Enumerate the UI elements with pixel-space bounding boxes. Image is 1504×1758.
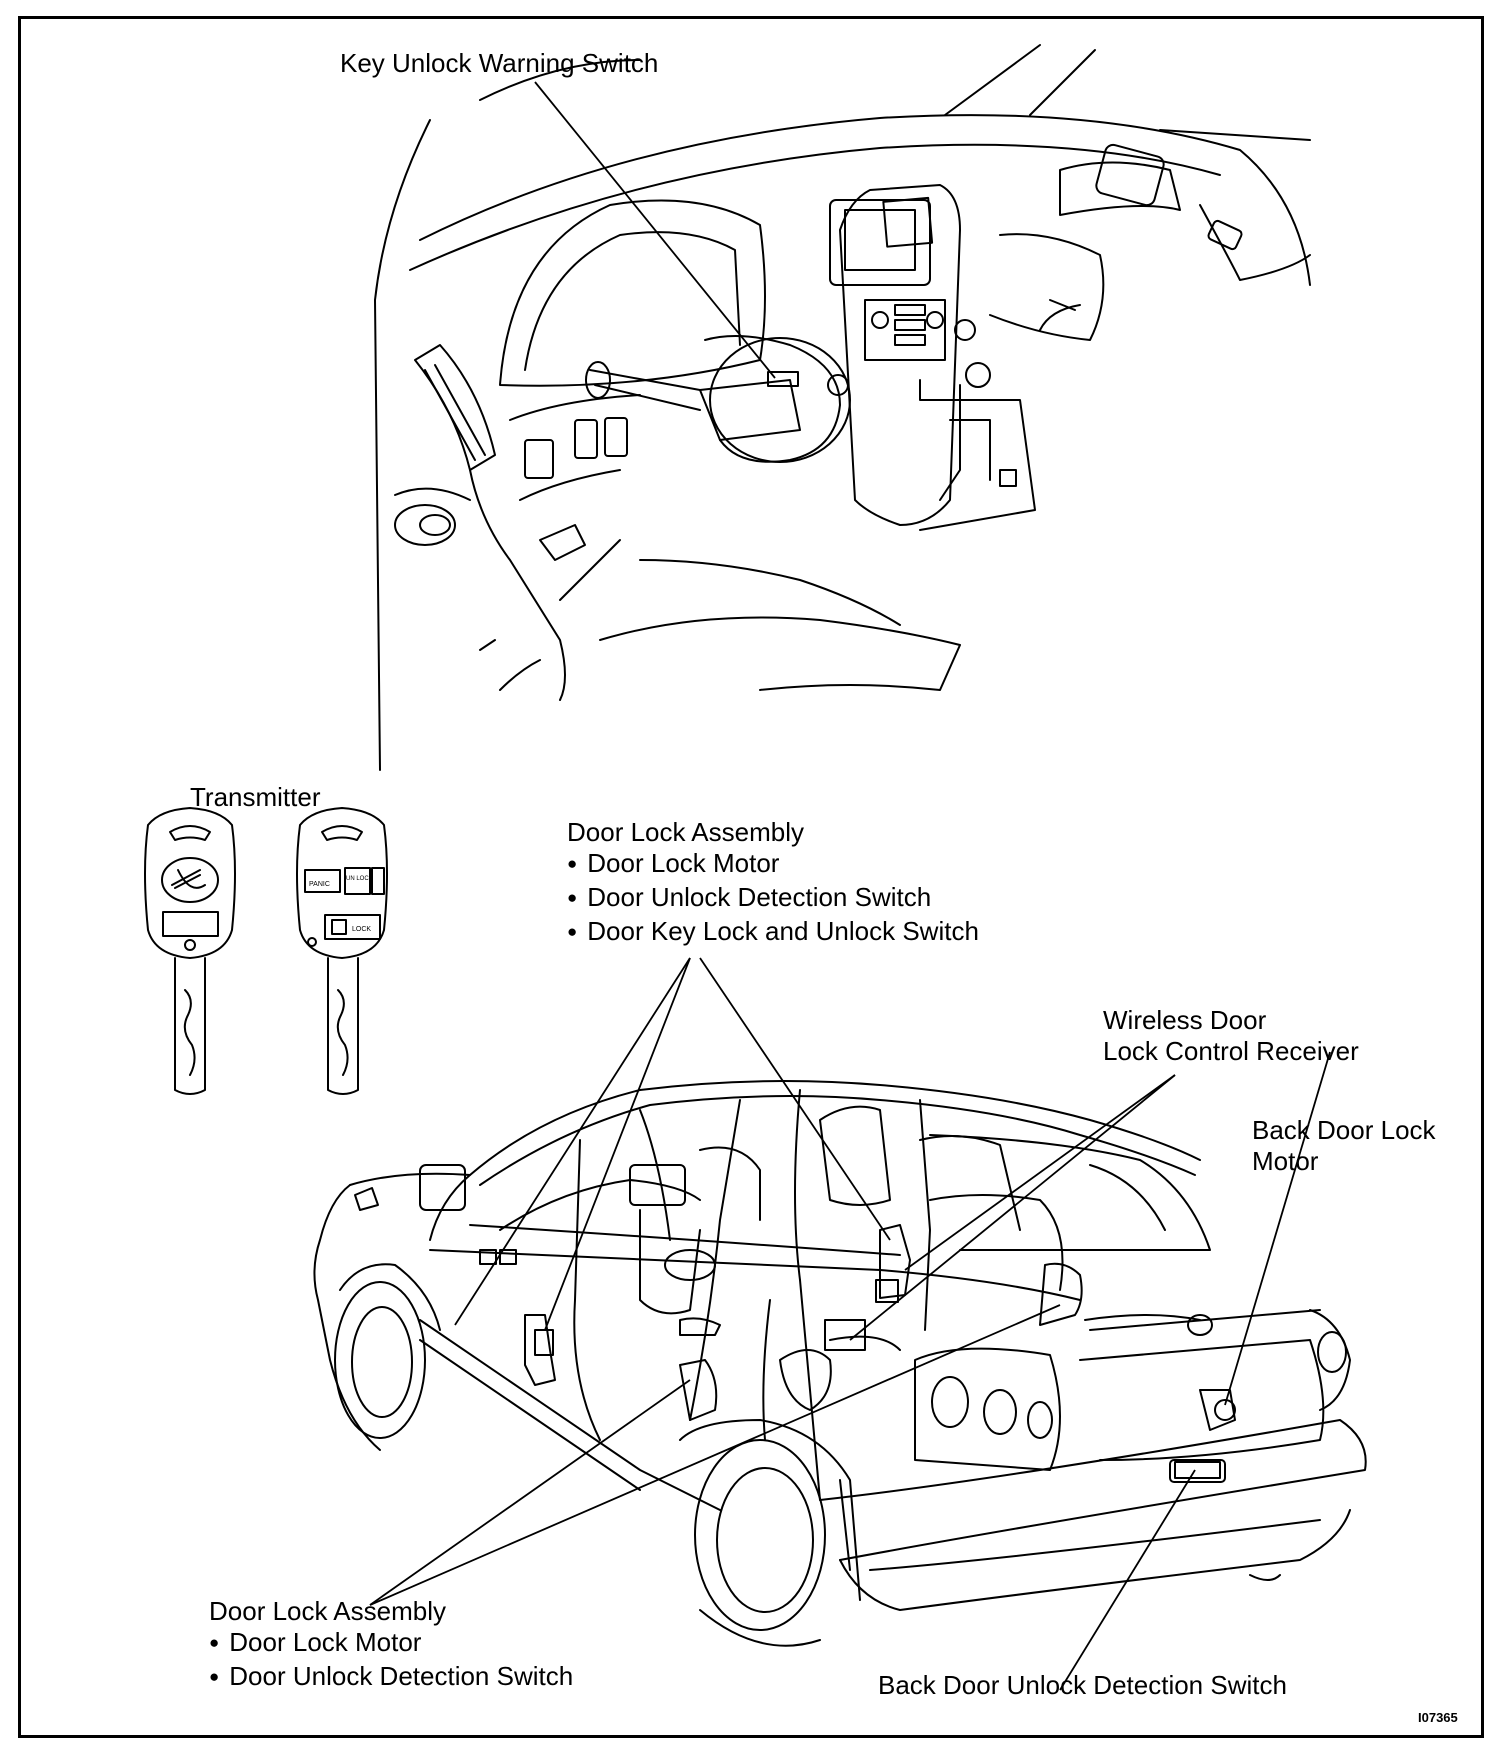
leader-key-unlock-warning-switch bbox=[534, 81, 776, 379]
rear-right-door-lock bbox=[1039, 1262, 1083, 1326]
label-key-unlock-warning-switch: Key Unlock Warning Switch bbox=[340, 48, 659, 78]
figure-code: I07365 bbox=[1418, 1710, 1458, 1725]
front-left-door-lock bbox=[524, 1314, 556, 1386]
vehicle-illustration bbox=[313, 1080, 1367, 1647]
bullet-door-key-lock-unlock-switch: Door Key Lock and Unlock Switch bbox=[567, 916, 979, 950]
front-right-door-lock bbox=[879, 1224, 911, 1299]
figure-frame bbox=[18, 16, 1484, 1738]
dashboard-illustration bbox=[374, 44, 1311, 771]
bullet-door-lock-motor: Door Lock Motor bbox=[567, 848, 979, 882]
transmitter-back bbox=[296, 807, 388, 1095]
unlock-label: UN LOCK bbox=[346, 876, 373, 882]
label-front-door-lock-assembly: Door Lock Assembly Door Lock Motor Door … bbox=[567, 817, 979, 950]
wireless-receiver-box bbox=[824, 1319, 866, 1351]
label-back-door-lock-motor: Back Door Lock Motor bbox=[1252, 1115, 1436, 1176]
label-transmitter: Transmitter bbox=[190, 782, 321, 812]
label-rear-door-lock-assembly: Door Lock Assembly Door Lock Motor Door … bbox=[209, 1596, 573, 1695]
panic-button bbox=[304, 869, 341, 893]
unlock-button bbox=[344, 867, 371, 895]
label-wireless-receiver: Wireless Door Lock Control Receiver bbox=[1103, 1005, 1359, 1066]
vehicle-leaders bbox=[369, 957, 1331, 1691]
back-door-lock-motor bbox=[1199, 1389, 1236, 1431]
rear-left-door-lock bbox=[679, 1359, 718, 1421]
panic-label: PANIC bbox=[309, 881, 330, 888]
transmitter-front bbox=[144, 807, 236, 1095]
label-back-door-unlock-detection-switch: Back Door Unlock Detection Switch bbox=[878, 1670, 1287, 1700]
back-door-unlock-switch bbox=[1174, 1461, 1221, 1479]
lock-button bbox=[324, 914, 381, 940]
lock-label: LOCK bbox=[352, 926, 371, 933]
side-mirror bbox=[419, 1164, 466, 1211]
bullet-door-unlock-detection-switch: Door Unlock Detection Switch bbox=[567, 882, 979, 916]
